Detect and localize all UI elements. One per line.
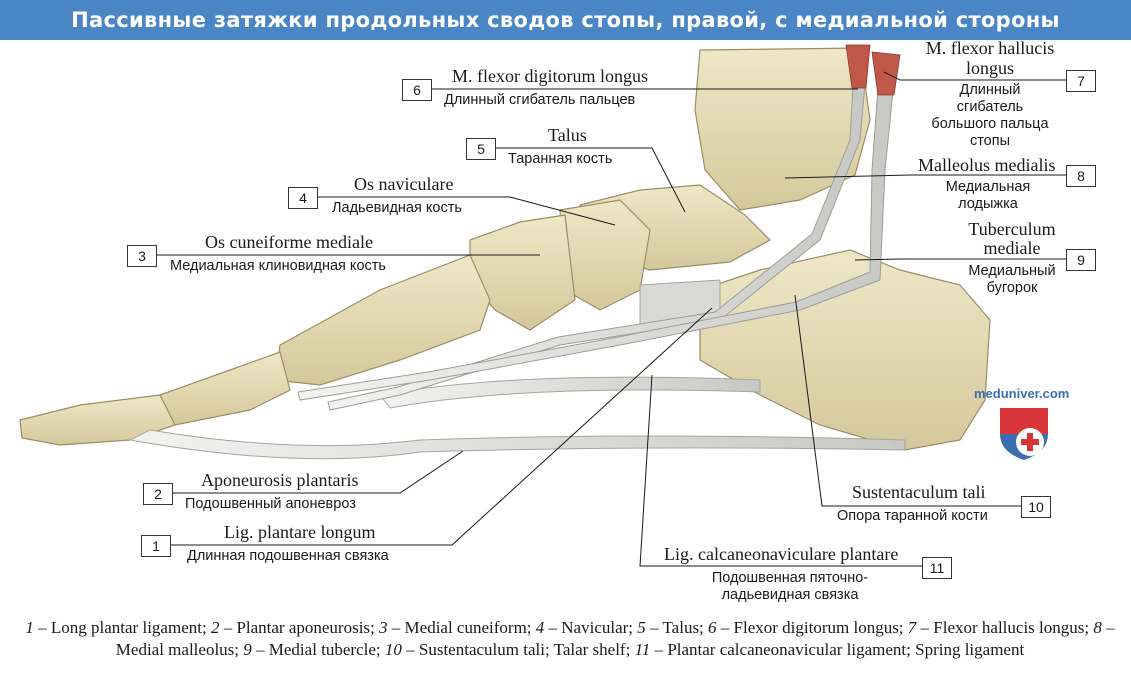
caption-item-text: – Medial malleolus; (115, 618, 1115, 659)
label-russian-8-line2: лодыжка (958, 196, 1018, 212)
label-latin-4: Os naviculare (354, 174, 454, 194)
medical-shield-icon (1000, 408, 1048, 460)
calcaneus-bone (699, 249, 991, 451)
label-russian-10: Опора таранной кости (837, 508, 988, 524)
first-metatarsal-bone (274, 254, 491, 386)
label-latin-10: Sustentaculum tali (852, 482, 986, 502)
caption-item-number: 10 (384, 640, 402, 659)
leader-line-2 (173, 450, 464, 494)
label-latin-1: Lig. plantare longum (224, 522, 376, 542)
caption-item-number: 8 (1093, 618, 1102, 637)
watermark-text: meduniver.com (974, 386, 1070, 401)
label-latin-7-line2: longus (965, 58, 1014, 78)
label-russian-11-line1: Подошвенная пяточно- (711, 570, 869, 586)
caption-item-number: 6 (708, 618, 717, 637)
label-number-6: 6 (402, 79, 432, 101)
title-bar (0, 0, 1131, 40)
label-russian-9-line2: бугорок (986, 280, 1038, 296)
label-russian-4: Ладьевидная кость (332, 200, 462, 216)
caption-item-text: – Plantar aponeurosis; (219, 618, 380, 637)
leader-line-10 (794, 294, 1021, 507)
caption-item-text: – Long plantar ligament; (33, 618, 211, 637)
leader-line-8 (784, 174, 1066, 179)
caption-item-number: 2 (210, 618, 220, 637)
label-latin-6: M. flexor digitorum longus (452, 66, 648, 86)
caption-item-text: – Plantar calcaneonavicular ligament; Sp… (650, 640, 1025, 659)
label-latin-9-line1: Tuberculum (968, 219, 1056, 239)
caption-item-text: – Flexor digitorum longus; (716, 618, 908, 637)
label-number-7: 7 (1066, 70, 1096, 92)
leader-line-4 (318, 196, 616, 226)
label-russian-7-line3: большого пальца (931, 116, 1049, 132)
label-latin-7-line1: M. flexor hallucis (925, 38, 1055, 58)
caption-item-number: 7 (907, 618, 917, 637)
proximal-phalanx-bone (159, 351, 291, 426)
page-title: Пассивные затяжки продольных сводов стоп… (71, 8, 1060, 32)
long-plantar-ligament (379, 376, 761, 409)
leader-line-7 (883, 71, 1066, 81)
label-latin-11: Lig. calcaneonaviculare plantare (664, 544, 899, 564)
label-russian-7-line2: сгибатель (956, 99, 1024, 115)
tibia-bone (694, 47, 871, 211)
caption-item-text: – Medial tubercle; (251, 640, 385, 659)
label-number-9: 9 (1066, 249, 1096, 271)
caption-item-number: 11 (634, 640, 651, 659)
flexor-digitorum-longus-tendon (327, 49, 869, 411)
label-number-8: 8 (1066, 165, 1096, 187)
label-number-2: 2 (143, 483, 173, 505)
label-latin-5: Talus (548, 125, 587, 145)
flexor-hallucis-longus-tendon (297, 59, 897, 401)
label-russian-11-line2: ладьевидная связка (721, 587, 859, 603)
label-number-11: 11 (922, 557, 952, 579)
label-russian-6: Длинный сгибатель пальцев (444, 92, 636, 108)
label-russian-1: Длинная подошвенная связка (187, 548, 389, 564)
label-number-10: 10 (1021, 496, 1051, 518)
label-russian-8-line1: Медиальная (945, 179, 1031, 195)
caption-item-text: – Navicular; (544, 618, 638, 637)
label-number-1: 1 (141, 535, 171, 557)
label-russian-3: Медиальная клиновидная кость (170, 258, 386, 274)
plantar-aponeurosis (128, 429, 906, 460)
label-russian-7-line4: стопы (969, 133, 1011, 149)
foot-illustration (19, 44, 1066, 567)
label-number-4: 4 (288, 187, 318, 209)
caption-item-text: – Flexor hallucis longus; (916, 618, 1094, 637)
leader-line-1 (171, 307, 713, 546)
label-latin-3: Os cuneiforme mediale (205, 232, 373, 252)
caption-item-number: 3 (379, 618, 388, 637)
caption-item-number: 4 (535, 618, 545, 637)
label-number-3: 3 (127, 245, 157, 267)
label-number-5: 5 (466, 138, 496, 160)
caption-item-text: – Talus; (645, 618, 709, 637)
label-russian-9-line1: Медиальный (968, 263, 1056, 279)
caption-item-number: 9 (243, 640, 252, 659)
label-latin-8: Malleolus medialis (918, 155, 1056, 175)
caption-item-number: 1 (25, 618, 34, 637)
caption-item-number: 5 (637, 618, 646, 637)
fdl-muscle-belly (845, 44, 871, 89)
label-russian-2: Подошвенный апоневроз (185, 496, 356, 512)
caption-item-text: – Sustentaculum tali; Talar shelf; (401, 640, 635, 659)
leader-line-11 (639, 374, 925, 567)
leader-line-5 (494, 147, 686, 213)
figure-caption: 1 – Long plantar ligament; 2 – Plantar a… (20, 617, 1120, 661)
caption-item-text: – Medial cuneiform; (387, 618, 536, 637)
leader-line-9 (854, 258, 1066, 261)
label-russian-7-line1: Длинный (959, 82, 1021, 98)
label-russian-5: Таранная кость (508, 151, 613, 167)
label-latin-9-line2: mediale (983, 238, 1041, 258)
label-latin-2: Aponeurosis plantaris (201, 470, 359, 490)
